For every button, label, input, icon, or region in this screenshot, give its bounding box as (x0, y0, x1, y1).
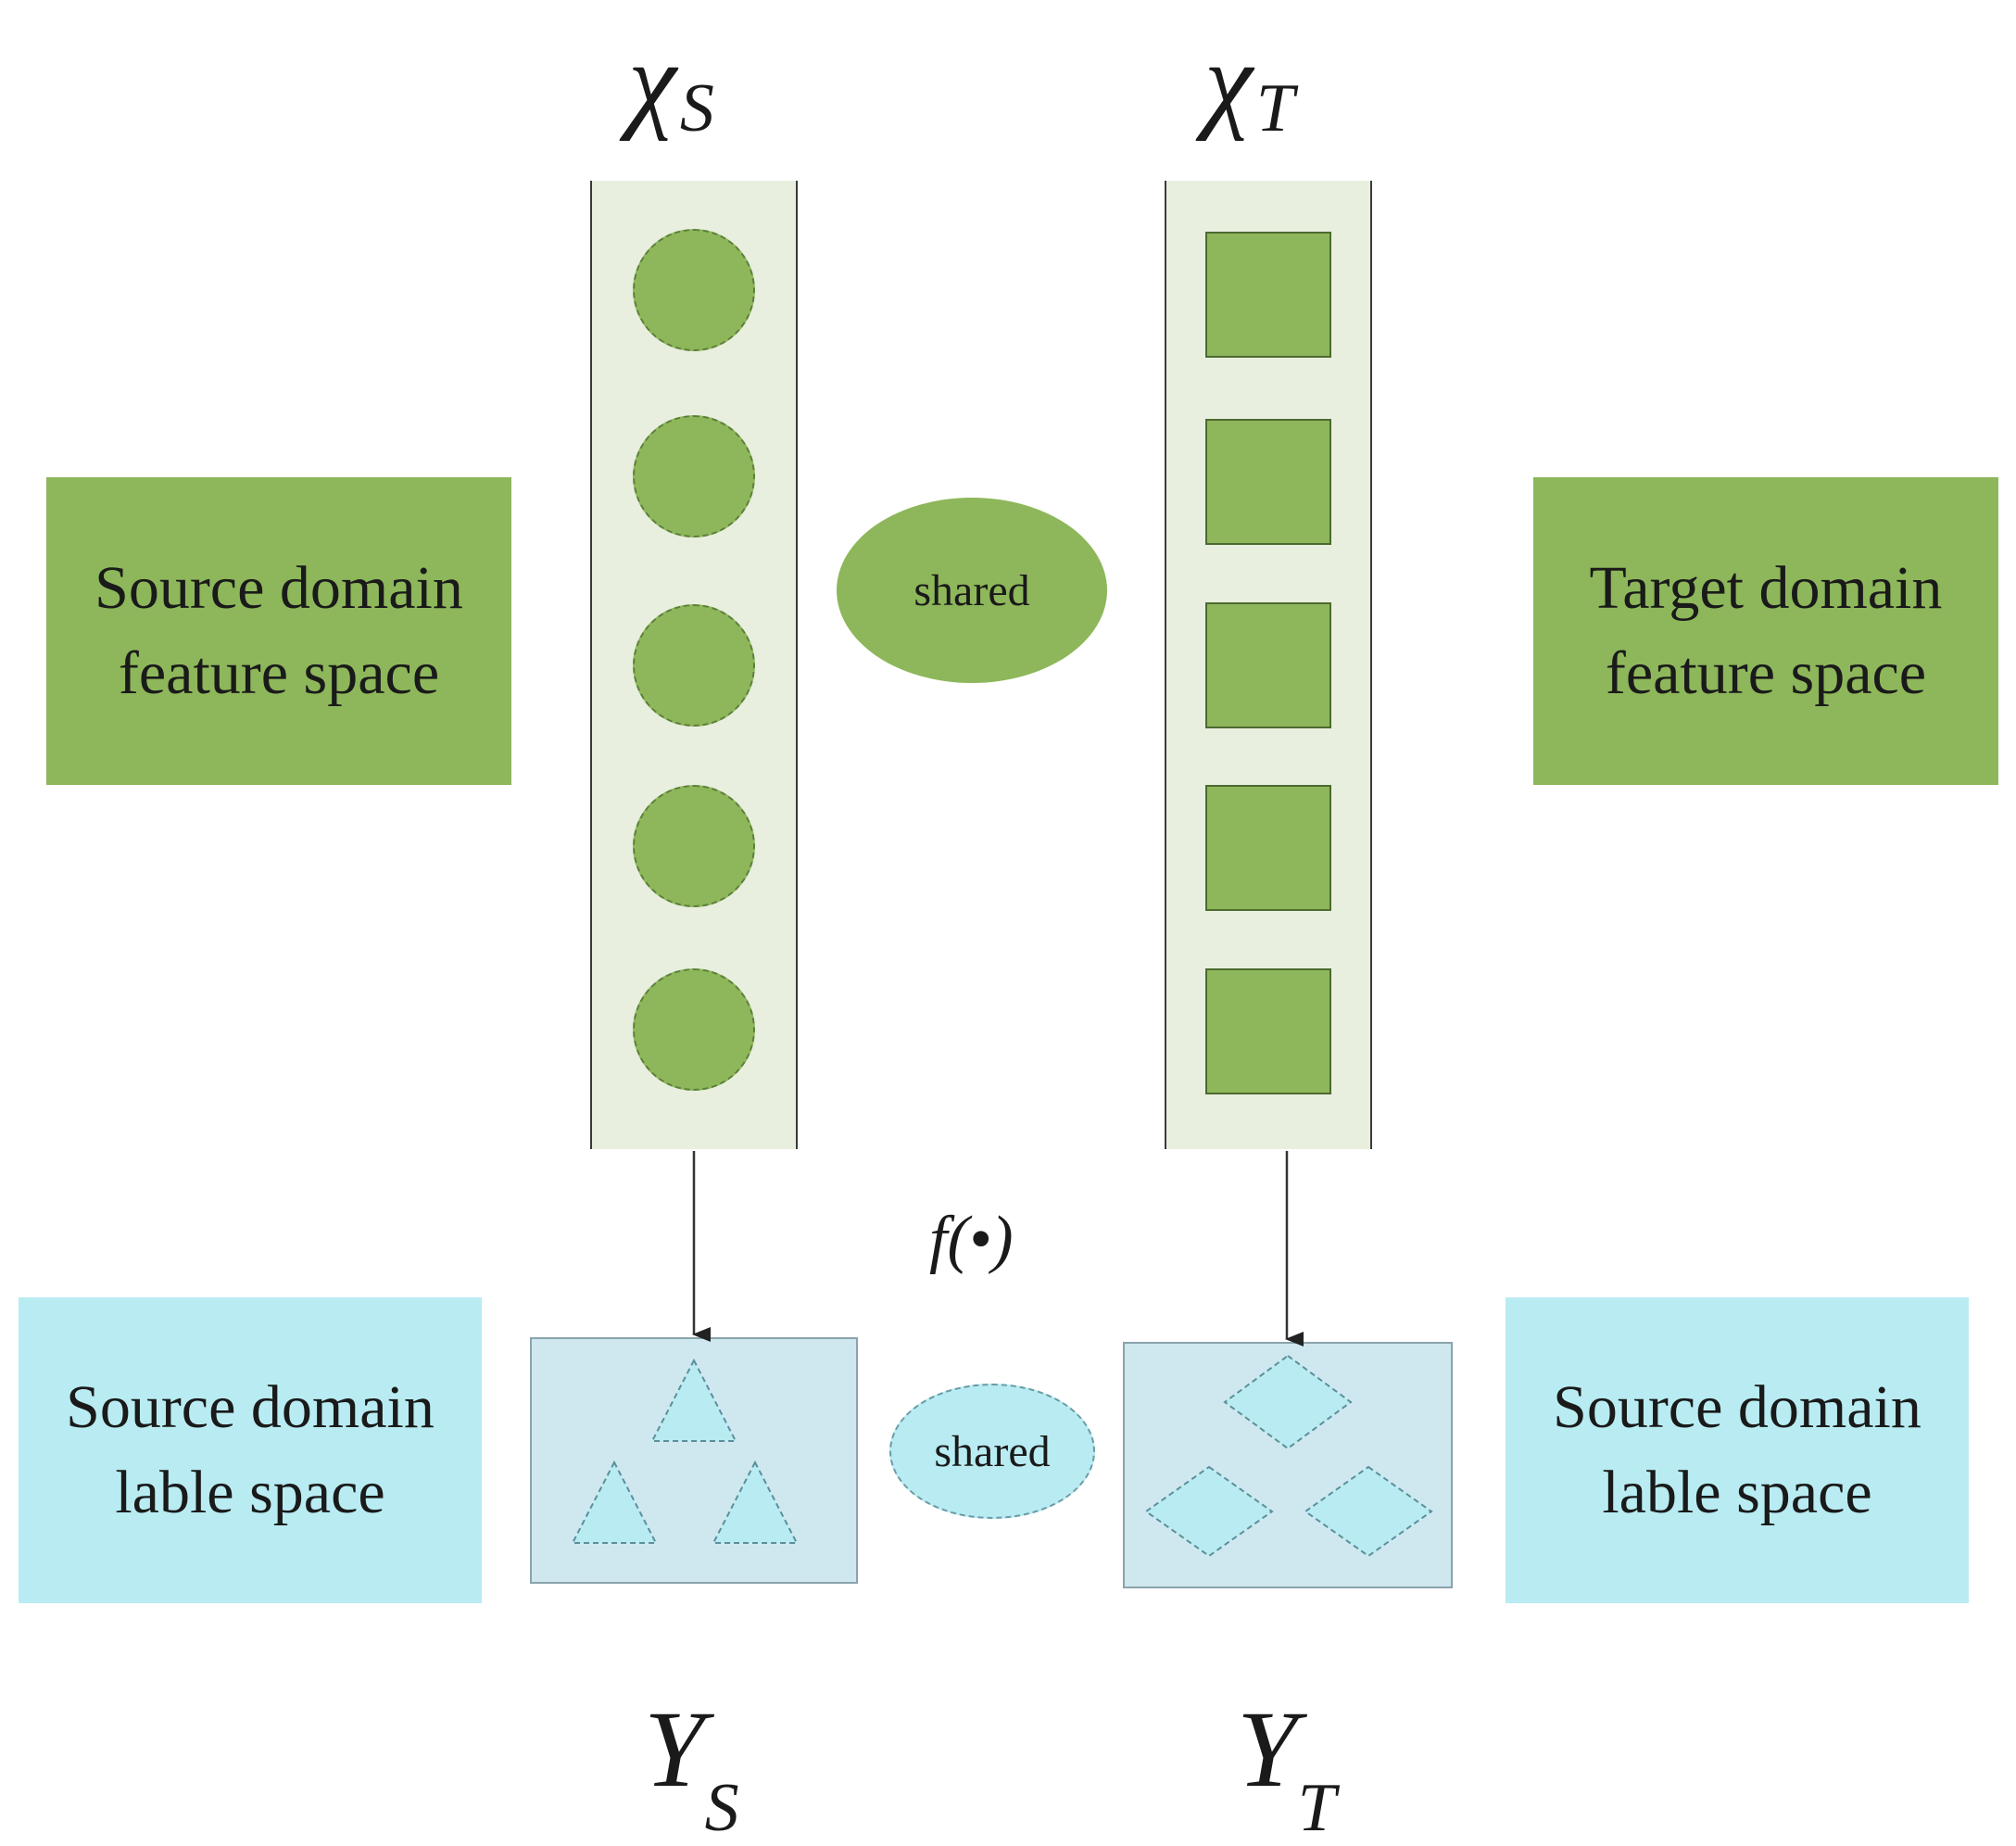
source-label-right-line1: Source domain (1553, 1373, 1922, 1441)
target-label-diamond (1144, 1465, 1274, 1558)
source-sample-circle (633, 604, 755, 727)
target-sample-square (1205, 968, 1331, 1094)
target-feature-line2: feature space (1605, 639, 1927, 707)
chi-s-label: χS (628, 20, 714, 146)
target-sample-square (1205, 602, 1331, 728)
source-label-left-line1: Source domain (66, 1373, 435, 1441)
shared-label-label: shared (934, 1426, 1051, 1476)
source-label-space-box-right: Source domain lable space (1506, 1297, 1969, 1603)
source-sample-circle (633, 229, 755, 351)
target-label-diamond (1304, 1465, 1433, 1558)
source-label-triangle (571, 1460, 658, 1544)
source-sample-circle (633, 785, 755, 907)
shared-feature-label: shared (914, 565, 1030, 615)
source-feature-column (590, 181, 798, 1149)
chi-t-label: χT (1204, 20, 1295, 146)
target-sample-square (1205, 785, 1331, 911)
source-feature-line1: Source domain (94, 554, 463, 622)
target-sample-square (1205, 232, 1331, 358)
target-feature-column (1165, 181, 1372, 1149)
source-feature-space-box: Source domain feature space (46, 477, 511, 785)
source-label-triangle (712, 1460, 799, 1544)
y-s-label: YS (644, 1688, 739, 1846)
target-label-diamond (1223, 1354, 1353, 1450)
target-feature-line1: Target domain (1589, 554, 1943, 622)
source-label-right-line2: lable space (1602, 1459, 1872, 1526)
source-label-space-box-left: Source domain lable space (19, 1297, 482, 1603)
shared-feature-ellipse: shared (837, 498, 1107, 683)
source-sample-circle (633, 968, 755, 1091)
source-label-left-line2: lable space (115, 1459, 385, 1526)
shared-label-ellipse: shared (889, 1384, 1095, 1519)
y-t-label: YT (1237, 1688, 1336, 1846)
target-sample-square (1205, 419, 1331, 545)
mapping-function-label: f(•) (929, 1204, 1014, 1275)
source-feature-line2: feature space (118, 639, 440, 707)
source-sample-circle (633, 415, 755, 537)
target-feature-space-box: Target domain feature space (1533, 477, 1998, 785)
source-label-triangle (650, 1358, 737, 1442)
